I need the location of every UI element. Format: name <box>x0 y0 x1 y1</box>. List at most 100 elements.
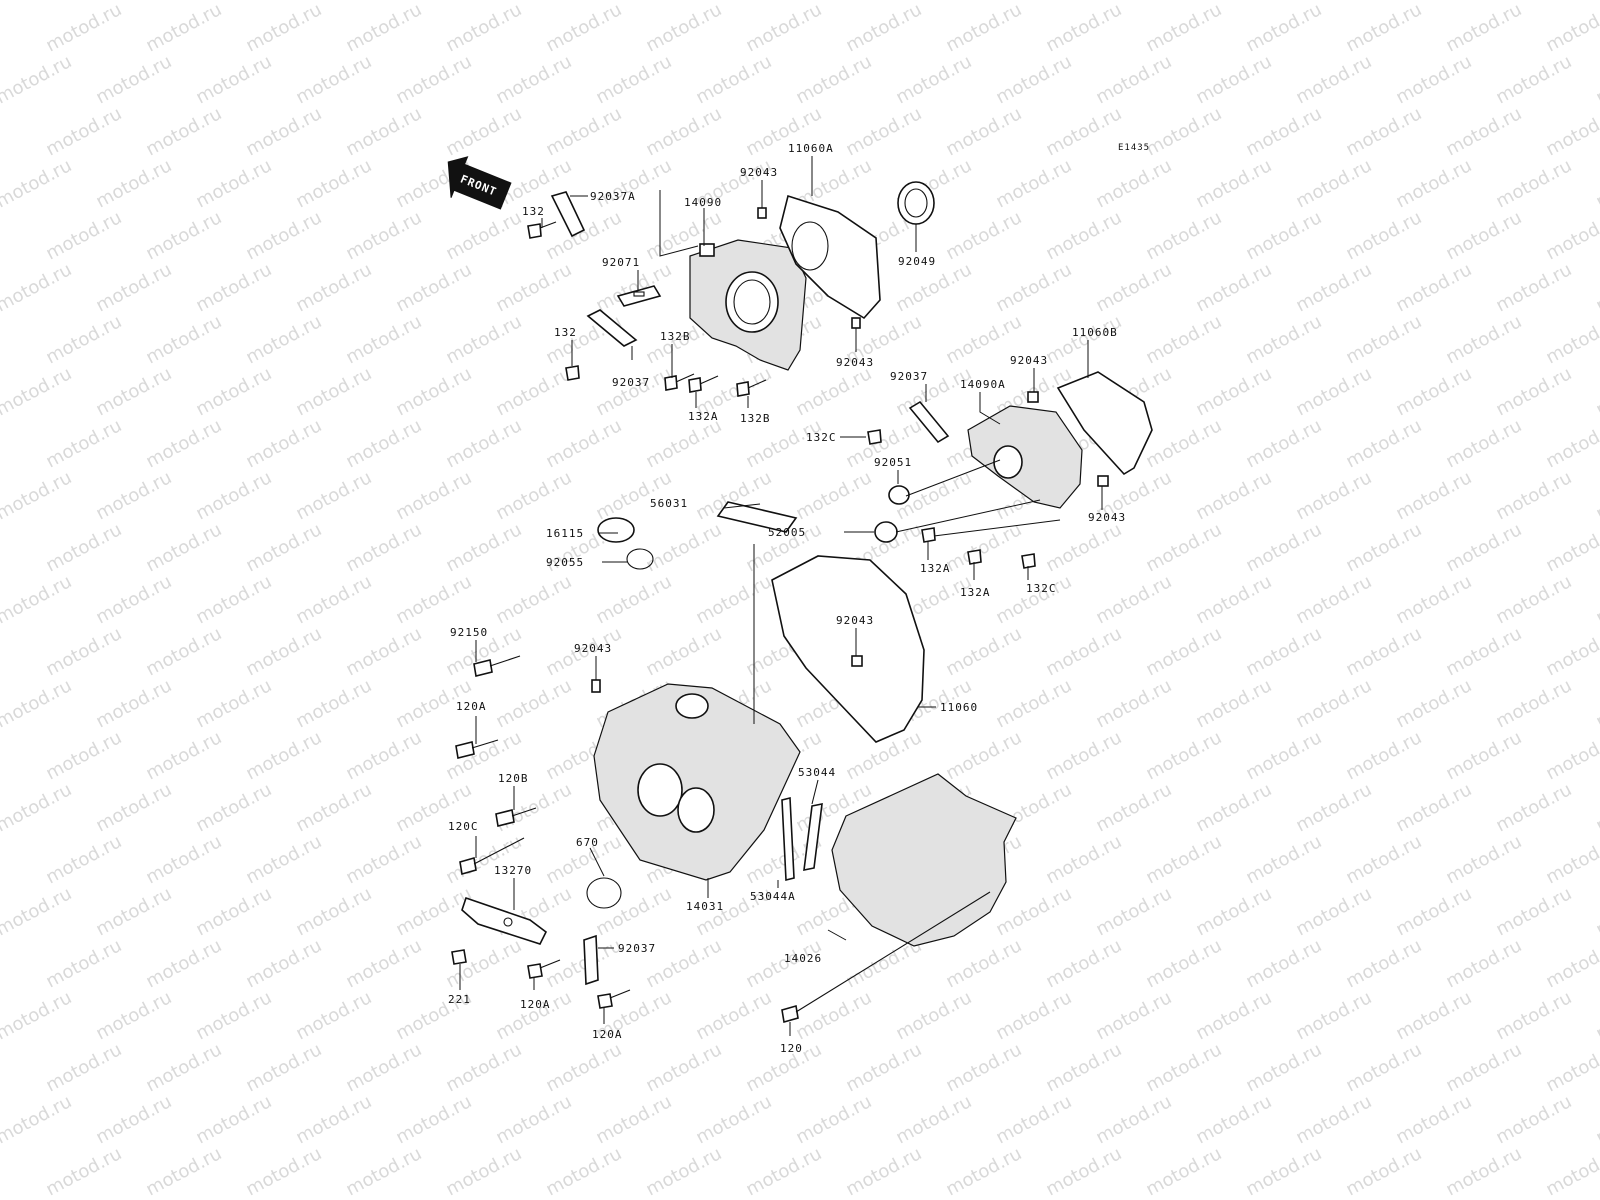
watermark-text: motod.ru <box>392 571 475 628</box>
part-221-screw <box>451 949 467 965</box>
watermark-text: motod.ru <box>942 207 1025 264</box>
watermark-text: motod.ru <box>292 467 375 524</box>
watermark-text: motod.ru <box>492 779 575 836</box>
watermark-text: motod.ru <box>542 415 625 472</box>
part-132-bolt-top <box>527 221 557 239</box>
watermark-text: motod.ru <box>1492 571 1575 628</box>
watermark-text: motod.ru <box>942 623 1025 680</box>
watermark-text: motod.ru <box>992 571 1075 628</box>
watermark-text: motod.ru <box>1342 0 1425 56</box>
watermark-text: motod.ru <box>1142 415 1225 472</box>
part-labels: 92037A 132 14090 92043 11060A 92049 9207… <box>448 142 1125 1055</box>
part-52005-bearing <box>874 521 898 543</box>
watermark-text: motod.ru <box>1592 779 1600 836</box>
watermark-text: motod.ru <box>142 935 225 992</box>
watermark-text: motod.ru <box>592 51 675 108</box>
watermark-text: motod.ru <box>442 519 525 576</box>
watermark-text: motod.ru <box>1092 883 1175 940</box>
watermark-text: motod.ru <box>1042 623 1125 680</box>
watermark-text: motod.ru <box>1392 1091 1475 1148</box>
watermark-text: motod.ru <box>1442 1039 1525 1096</box>
watermark-text: motod.ru <box>1192 675 1275 732</box>
watermark-text: motod.ru <box>1392 259 1475 316</box>
label-92043-right: 92043 <box>1010 354 1048 367</box>
watermark-text: motod.ru <box>1292 363 1375 420</box>
label-53044: 53044 <box>798 766 836 779</box>
watermark-text: motod.ru <box>92 363 175 420</box>
watermark-text: motod.ru <box>1242 519 1325 576</box>
watermark-text: motod.ru <box>1342 1143 1425 1200</box>
label-120A-b1: 120A <box>520 998 551 1011</box>
label-92037-mid: 92037 <box>890 370 928 383</box>
watermark-text: motod.ru <box>742 0 825 56</box>
part-14026-outer-cover <box>831 773 1017 947</box>
watermark-text: motod.ru <box>242 415 325 472</box>
label-92037-top: 92037 <box>612 376 650 389</box>
watermark-text: motod.ru <box>0 987 75 1044</box>
label-92071: 92071 <box>602 256 640 269</box>
watermark-text: motod.ru <box>1092 155 1175 212</box>
part-14090A-cover <box>967 405 1083 509</box>
watermark-text: motod.ru <box>392 259 475 316</box>
watermark-text: motod.ru <box>292 259 375 316</box>
watermark-text: motod.ru <box>792 1091 875 1148</box>
watermark-text: motod.ru <box>1292 259 1375 316</box>
watermark-text: motod.ru <box>592 363 675 420</box>
label-92055: 92055 <box>546 556 584 569</box>
watermark-text: motod.ru <box>1592 259 1600 316</box>
watermark-text: motod.ru <box>442 311 525 368</box>
watermark-text: motod.ru <box>942 519 1025 576</box>
watermark-text: motod.ru <box>1042 727 1125 784</box>
watermark-text: motod.ru <box>1492 675 1575 732</box>
watermark-text: motod.ru <box>1592 987 1600 1044</box>
watermark-text: motod.ru <box>1042 1143 1125 1200</box>
watermark-text: motod.ru <box>242 311 325 368</box>
watermark-text: motod.ru <box>192 779 275 836</box>
label-92043-top: 92043 <box>740 166 778 179</box>
part-92051-ring <box>888 485 910 505</box>
watermark-text: motod.ru <box>42 623 125 680</box>
watermark-text: motod.ru <box>292 675 375 732</box>
watermark-text: motod.ru <box>1092 987 1175 1044</box>
part-56031-label <box>716 501 798 533</box>
watermark-text: motod.ru <box>1242 0 1325 56</box>
label-92049: 92049 <box>898 255 936 268</box>
watermark-text: motod.ru <box>1292 571 1375 628</box>
watermark-text: motod.ru <box>642 103 725 160</box>
watermark-text: motod.ru <box>42 207 125 264</box>
label-132A-r2: 132A <box>960 586 991 599</box>
watermark-text: motod.ru <box>1442 831 1525 888</box>
watermark-text: motod.ru <box>792 987 875 1044</box>
watermark-text: motod.ru <box>242 207 325 264</box>
watermark-text: motod.ru <box>342 0 425 56</box>
watermark-text: motod.ru <box>142 519 225 576</box>
watermark-text: motod.ru <box>242 1039 325 1096</box>
watermark-text: motod.ru <box>1492 155 1575 212</box>
part-13270-plate <box>461 896 548 945</box>
watermark-text: motod.ru <box>1492 779 1575 836</box>
label-56031: 56031 <box>650 497 688 510</box>
watermark-text: motod.ru <box>42 519 125 576</box>
watermark-text: motod.ru <box>1342 103 1425 160</box>
watermark-text: motod.ru <box>292 155 375 212</box>
watermark-text: motod.ru <box>0 883 75 940</box>
watermark-text: motod.ru <box>142 623 225 680</box>
part-92037A-bracket <box>550 191 586 238</box>
watermark-text: motod.ru <box>1592 51 1600 108</box>
label-52005: 52005 <box>768 526 806 539</box>
watermark-text: motod.ru <box>1292 155 1375 212</box>
watermark-text: motod.ru <box>1242 831 1325 888</box>
part-132-bolt-mid <box>565 365 580 381</box>
watermark-text: motod.ru <box>42 103 125 160</box>
part-132B-bolt-1 <box>664 375 678 391</box>
part-92043-pin-center <box>851 655 863 667</box>
watermark-text: motod.ru <box>142 311 225 368</box>
watermark-text: motod.ru <box>192 883 275 940</box>
watermark-text: motod.ru <box>1392 363 1475 420</box>
watermark-text: motod.ru <box>1542 311 1600 368</box>
watermark-text: motod.ru <box>592 155 675 212</box>
watermark-text: motod.ru <box>92 259 175 316</box>
part-92043-pin-right <box>1027 391 1039 403</box>
watermark-text: motod.ru <box>1592 571 1600 628</box>
part-120A-bolt-b1 <box>527 963 543 979</box>
